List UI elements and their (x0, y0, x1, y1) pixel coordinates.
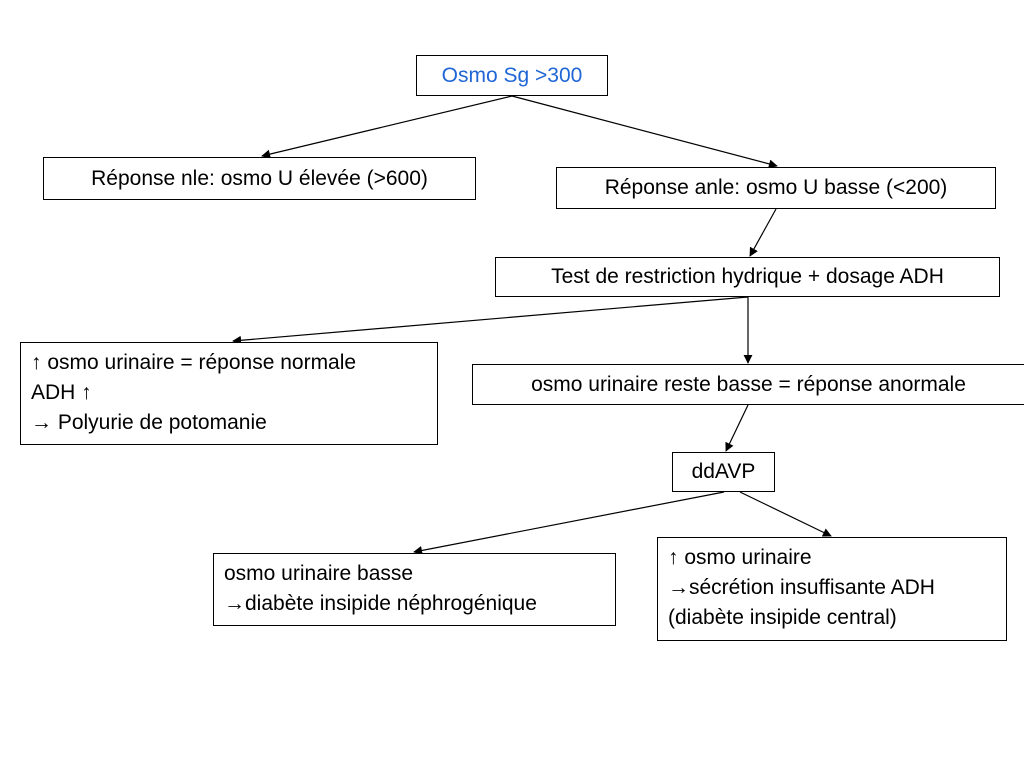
node-restriction-test: Test de restriction hydrique + dosage AD… (495, 257, 1000, 297)
arrow-ddavp-to-nephrogenic (413, 491, 725, 555)
arrow-test-to-potomania (232, 296, 749, 345)
node-nephrogenic-line: →diabète insipide néphrogénique (224, 592, 537, 615)
node-central-line: →sécrétion insuffisante ADH (668, 576, 935, 599)
arrow-ddavp-to-central (739, 491, 832, 537)
arrow-root-to-normal (261, 95, 513, 159)
node-nephrogenic-line: osmo urinaire basse (224, 562, 414, 585)
arrow-abnormal-to-test (749, 208, 777, 257)
node-urine-stays-low-text: osmo urinaire reste basse = réponse anor… (531, 372, 966, 396)
node-urine-stays-low: osmo urinaire reste basse = réponse anor… (472, 364, 1024, 405)
node-central-line: ↑ osmo urinaire (668, 546, 812, 569)
node-normal-response: Réponse nle: osmo U élevée (>600) (43, 157, 476, 200)
node-normal-response-text: Réponse nle: osmo U élevée (>600) (91, 166, 428, 190)
node-nephrogenic: osmo urinaire basse →diabète insipide né… (213, 553, 616, 626)
node-central: ↑ osmo urinaire →sécrétion insuffisante … (657, 537, 1007, 641)
node-restriction-test-text: Test de restriction hydrique + dosage AD… (551, 265, 944, 288)
node-potomania: ↑ osmo urinaire = réponse normale ADH ↑ … (20, 342, 438, 445)
arrow-urine-low-to-ddavp (725, 404, 749, 452)
node-potomania-line: ADH ↑ (31, 381, 92, 404)
node-central-line: (diabète insipide central) (668, 606, 897, 629)
node-abnormal-response: Réponse anle: osmo U basse (<200) (556, 167, 996, 209)
node-ddavp: ddAVP (672, 452, 775, 492)
node-potomania-line: → Polyurie de potomanie (31, 411, 267, 434)
node-potomania-line: ↑ osmo urinaire = réponse normale (31, 351, 357, 374)
node-root: Osmo Sg >300 (416, 55, 608, 96)
node-ddavp-text: ddAVP (691, 460, 756, 483)
node-root-text: Osmo Sg >300 (441, 63, 583, 87)
node-abnormal-response-text: Réponse anle: osmo U basse (<200) (604, 176, 948, 199)
arrow-root-to-abnormal (511, 95, 778, 169)
